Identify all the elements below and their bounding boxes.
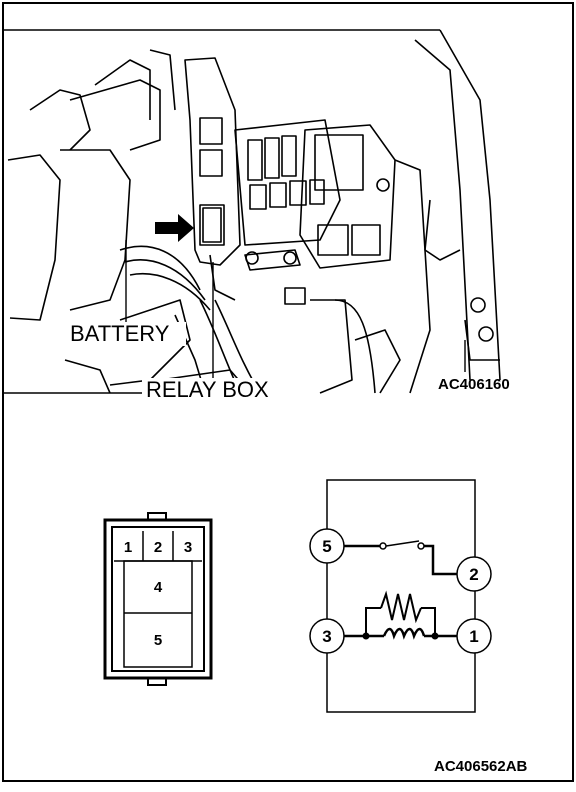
resistor-symbol [380,590,422,624]
connector-pin-4: 4 [154,579,163,596]
terminal-1-circle [456,618,492,654]
resistor-lead-left [365,607,381,636]
junction-left [362,632,370,640]
battery-label-bg [66,322,186,346]
relay-connector [103,512,213,686]
relay-schematic [309,479,492,713]
battery-label: BATTERY [70,321,170,346]
terminal-3-circle [309,618,345,654]
pointer-arrow [155,214,194,242]
junction-right [431,632,439,640]
resistor-lead-right [421,607,436,636]
terminal-3-label: 3 [322,627,331,646]
connector-pin-3: 3 [184,539,192,556]
wire-terminal-2 [424,544,457,576]
connector-pin-5: 5 [154,632,162,649]
terminal-5-label: 5 [322,537,331,556]
terminal-2-circle [456,556,492,592]
outer-frame [2,2,574,782]
switch-contact-left [379,542,387,550]
connector-pin-2: 2 [154,539,162,556]
switch-blade [385,540,420,547]
coil-symbol [382,627,426,640]
terminal-5-circle [309,528,345,564]
connector-pin-1: 1 [124,539,132,556]
switch-contact-right [417,542,425,550]
figure-code: AC406562AB [434,758,528,775]
terminal-2-label: 2 [469,565,478,584]
relay-box-label: RELAY BOX [146,377,269,402]
terminal-1-label: 1 [469,627,478,646]
photo-figure-code: AC406160 [438,376,510,393]
relay-box-label-bg [142,378,286,402]
schematic-frame [326,479,476,713]
